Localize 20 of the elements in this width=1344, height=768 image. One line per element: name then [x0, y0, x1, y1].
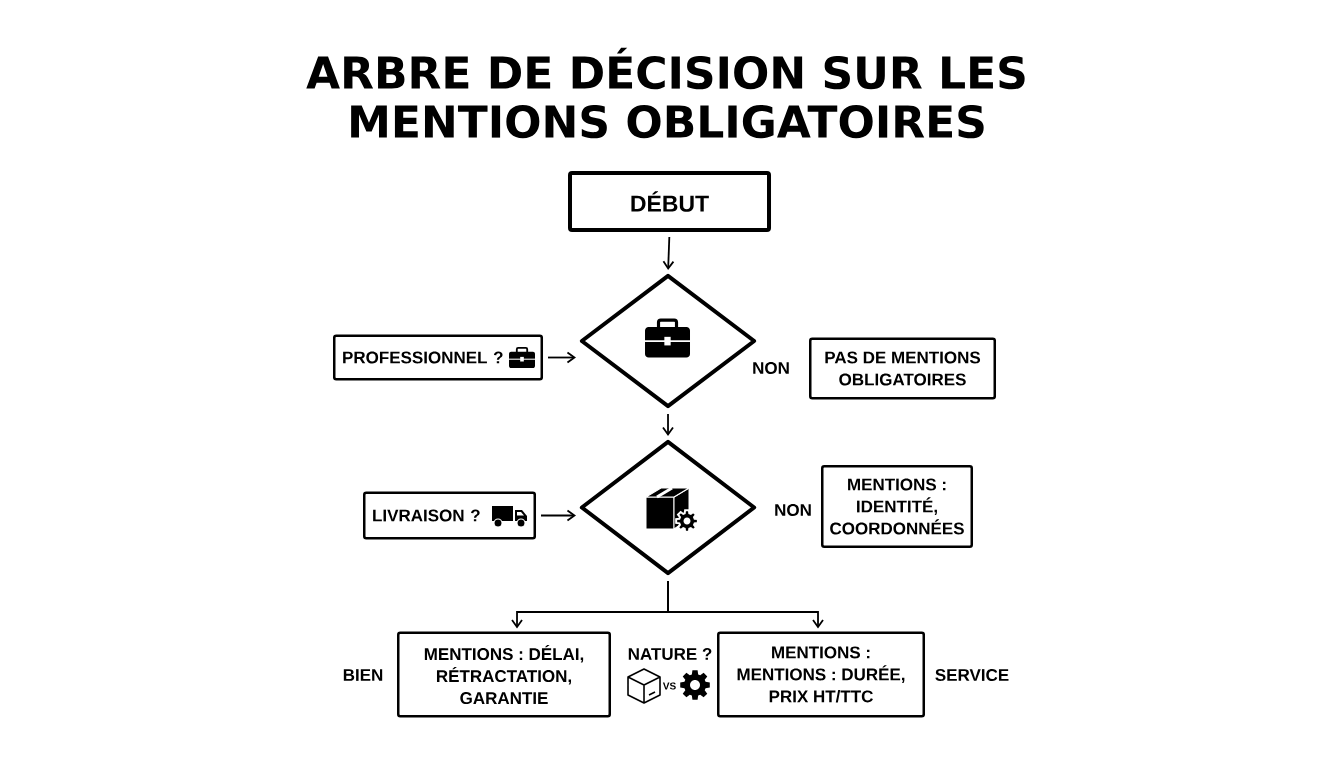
- arrow: [540, 509, 576, 522]
- question-box: PROFESSIONNEL ?: [333, 334, 543, 381]
- question-label: NATURE ?: [628, 648, 712, 660]
- title: ARBRE DE DÉCISION SUR LES MENTIONS OBLIGATOIRES: [306, 47, 1025, 139]
- result-box: PAS DE MENTIONS OBLIGATOIRES: [809, 337, 996, 400]
- result-box: MENTIONS : IDENTITÉ, COORDONNÉES: [821, 465, 973, 548]
- decision-diamond: [579, 439, 757, 576]
- arrow: [662, 236, 675, 270]
- vs-label: VS: [662, 682, 676, 690]
- arrow: [547, 351, 576, 364]
- branch-label: NON: [775, 504, 811, 516]
- result-box: MENTIONS : DÉLAI, RÉTRACTATION, GARANTIE: [397, 631, 611, 718]
- question-box: LIVRAISON ?: [363, 491, 536, 540]
- branch-label: BIEN: [343, 669, 383, 681]
- arrow: [662, 413, 674, 436]
- arrow: [667, 580, 824, 629]
- result-box: MENTIONS : MENTIONS : DURÉE, PRIX HT/TTC: [717, 631, 925, 718]
- start-box: DÉBUT: [568, 171, 771, 232]
- branch-label: SERVICE: [935, 669, 1009, 681]
- branch-label: NON: [753, 362, 789, 374]
